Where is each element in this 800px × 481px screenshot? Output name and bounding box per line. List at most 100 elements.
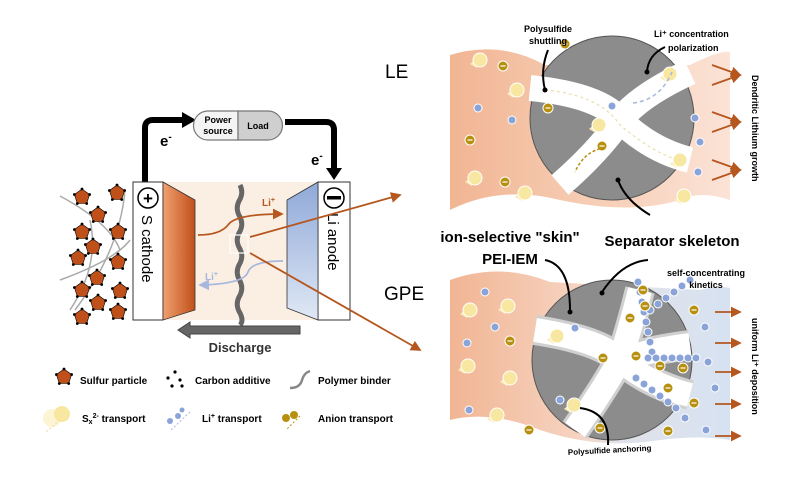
- le-pores: [528, 60, 696, 195]
- li-ion: [639, 379, 649, 389]
- separator: [234, 183, 245, 327]
- li-ion: [647, 385, 657, 395]
- sulfur-particle-icon: [90, 294, 106, 310]
- carbon-dot: [124, 258, 128, 261]
- carbon-dot: [72, 286, 76, 289]
- positive-terminal-icon: [137, 187, 159, 209]
- li-ion: [703, 357, 713, 367]
- carbon-dot: [71, 263, 75, 266]
- gpe-title: GPE: [384, 284, 424, 305]
- carbon-dot: [76, 248, 80, 252]
- carbon-dot: [126, 287, 130, 290]
- li-ion: [710, 383, 720, 393]
- legend-sulfur-particle-icon: [54, 367, 74, 385]
- carbon-dot: [116, 252, 120, 256]
- carbon-dot: [124, 308, 128, 311]
- load-label: Load: [247, 121, 269, 131]
- carbon-dot: [86, 252, 90, 255]
- electron-label-left: e-: [160, 132, 172, 150]
- li-ion: [661, 293, 671, 303]
- carbon-dot: [88, 313, 92, 316]
- polysulfide: [676, 188, 692, 204]
- carbon-dot: [121, 267, 125, 270]
- li-ion: [473, 103, 483, 113]
- sulfur-cathode-composite: [59, 183, 131, 325]
- carbon-dot: [107, 189, 111, 192]
- polysulfide-shuttling-label-2: shuttling: [529, 36, 567, 46]
- carbon-dot: [62, 367, 66, 371]
- li-ion: [690, 113, 700, 123]
- carbon-dot: [111, 317, 115, 320]
- gpe-panel: GPE ion-selective "skin" PEI-IEM Separat…: [384, 229, 760, 457]
- uniform-deposition-label: uniform Li⁺ deposition: [750, 318, 760, 415]
- li-ion: [700, 322, 710, 332]
- li-ion: [653, 299, 663, 309]
- carbon-dot: [123, 296, 127, 299]
- legend-polymer-binder: Polymer binder: [318, 376, 391, 387]
- callout-line-le: [249, 192, 402, 238]
- legend-anion-transport: Anion transport: [318, 414, 394, 425]
- carbon-dot: [96, 293, 100, 297]
- circuit-wire-right: [285, 119, 337, 170]
- leader-line: [544, 259, 571, 311]
- pei-iem-label: PEI-IEM: [482, 251, 538, 268]
- li-ion: [643, 327, 653, 337]
- carbon-dot: [100, 283, 104, 286]
- carbon-dot: [72, 228, 76, 231]
- le-dendrite-arrows: [711, 64, 742, 181]
- positive-sign: +: [143, 189, 153, 208]
- li-ion: [480, 287, 490, 297]
- carbon-dot: [85, 322, 89, 325]
- carbon-dot: [113, 296, 117, 299]
- legend-anion-transport-icon: [282, 411, 301, 431]
- polysulfide: [566, 397, 582, 413]
- carbon-dot: [75, 322, 79, 325]
- carbon-dot: [68, 254, 72, 257]
- polysulfide: [460, 358, 476, 374]
- carbon-dot: [110, 287, 114, 290]
- polysulfide: [467, 170, 483, 186]
- ion-selective-skin-label: ion-selective "skin": [440, 229, 579, 246]
- carbon-dot: [57, 382, 61, 385]
- carbon-dot: [96, 205, 100, 209]
- carbon-dot: [101, 308, 105, 311]
- li-ion: [691, 353, 701, 363]
- carbon-dot: [111, 267, 115, 270]
- carbon-dot: [121, 317, 125, 320]
- carbon-dot: [67, 382, 71, 385]
- li-concentration-label-2: polarization: [668, 43, 719, 53]
- zoom-box: [229, 234, 249, 254]
- carbon-dot: [104, 299, 108, 302]
- li-ion: [667, 353, 677, 363]
- li-ion-label-bottom: Li+: [205, 271, 218, 283]
- polysulfide: [500, 298, 516, 314]
- polysulfide: [462, 302, 478, 318]
- carbon-dot: [80, 280, 84, 284]
- carbon-dot: [118, 281, 122, 285]
- li-ion: [701, 425, 711, 435]
- polysulfide: [489, 407, 505, 423]
- carbon-dot: [88, 228, 92, 231]
- sulfur-particle-icon: [110, 303, 126, 319]
- li-ion: [570, 323, 580, 333]
- polysulfide: [502, 370, 518, 386]
- gpe-ions: [458, 275, 720, 437]
- li-ion: [641, 317, 651, 327]
- carbon-dot: [80, 307, 84, 311]
- polysulfide: [662, 66, 678, 82]
- carbon-dot: [85, 237, 89, 240]
- li-ion: [663, 397, 673, 407]
- carbon-dot: [121, 237, 125, 240]
- le-ions: [464, 38, 705, 204]
- gpe-uniform-arrows: [715, 306, 742, 442]
- leader-line: [579, 407, 610, 446]
- sulfur-particle-icon: [74, 188, 90, 204]
- carbon-dot: [116, 222, 120, 226]
- sulfur-particle-icon: [56, 368, 72, 384]
- battery-schematic: e- e- Power source Load + S cathode Li a…: [59, 110, 422, 355]
- leader-line: [542, 49, 549, 91]
- li-ion: [680, 413, 690, 423]
- carbon-dot: [108, 308, 112, 311]
- li-ion-label-top: Li+: [262, 197, 275, 209]
